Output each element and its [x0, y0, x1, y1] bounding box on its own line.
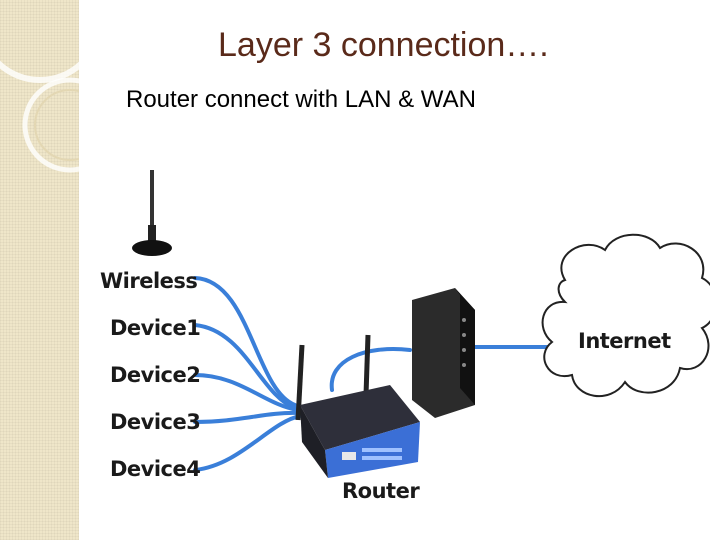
- device-label-device3: Device3: [110, 410, 200, 434]
- device-label-device1: Device1: [110, 316, 200, 340]
- slide-title: Layer 3 connection….: [218, 26, 549, 64]
- cable-device3: [193, 410, 300, 424]
- network-diagram: Wireless Device1 Device2 Device3 Device4…: [100, 170, 710, 503]
- cable-device1: [193, 323, 297, 410]
- slide-subtitle: Router connect with LAN & WAN: [126, 86, 476, 113]
- cloud-icon: [541, 233, 710, 398]
- cable-device2: [193, 373, 300, 412]
- router-label: Router: [342, 479, 420, 503]
- cable-router-modem: [329, 347, 412, 392]
- lan-cables: [193, 276, 552, 472]
- device-label-device4: Device4: [110, 457, 200, 481]
- internet-label: Internet: [578, 329, 671, 353]
- device-label-device2: Device2: [110, 363, 200, 387]
- cable-wireless: [193, 276, 297, 407]
- cable-device4: [193, 414, 302, 472]
- circle-decoration: [0, 60, 79, 173]
- device-label-wireless: Wireless: [100, 269, 197, 293]
- wireless-antenna-icon: [132, 170, 172, 256]
- modem-icon: [412, 288, 475, 418]
- router-icon: [295, 334, 420, 478]
